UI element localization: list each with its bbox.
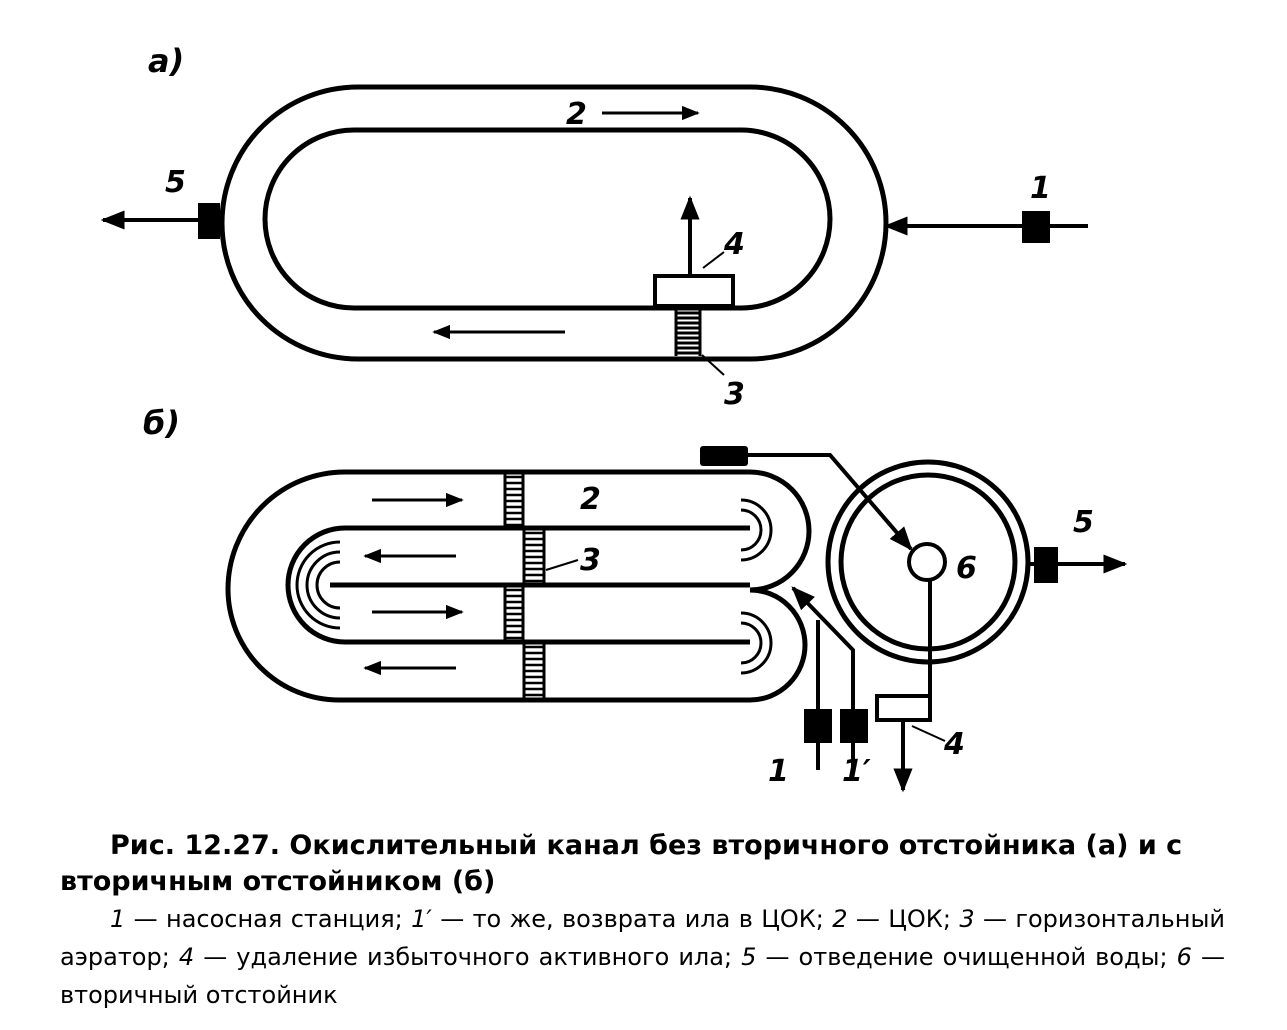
label-b-5: 5	[1073, 505, 1094, 540]
aerator-b-coils	[505, 475, 544, 697]
label-b-6: 6	[956, 551, 977, 586]
legend-num-2: 2	[832, 905, 848, 933]
pump-station-b	[804, 709, 832, 743]
label-b-4: 4	[943, 727, 965, 762]
label-a-4: 4	[723, 227, 745, 262]
legend-text-5: — отведение очищенной воды;	[756, 943, 1177, 971]
legend-text-6: — вторичный отстойник	[60, 943, 1225, 1009]
flow-arrows-b	[363, 492, 464, 676]
clarifier-feed-pump	[700, 446, 748, 466]
legend-num-1: 1	[110, 905, 126, 933]
legend-num-5: 5	[741, 943, 757, 971]
clarifier-center-well	[907, 542, 947, 582]
legend-num-3: 3	[959, 905, 975, 933]
channel-b-inner-wall-1	[285, 525, 750, 645]
caption-legend: 1 — насосная станция; 1′ — то же, возвра…	[60, 900, 1225, 1014]
legend-num-4: 4	[178, 943, 195, 971]
caption-title: Рис. 12.27. Окислительный канал без втор…	[60, 830, 1183, 897]
guide-vanes-b	[295, 498, 773, 675]
outflow-valve-a	[198, 203, 220, 239]
label-b-1: 1	[768, 754, 789, 789]
label-b-3: 3	[580, 543, 601, 578]
panel-label-b: б)	[143, 404, 180, 442]
legend-text-1: — насосная станция;	[125, 905, 412, 933]
oxidation-channel-diagram: а) 2 1 5 4 3 б)	[100, 42, 1128, 793]
sludge-removal-box-a	[653, 274, 735, 308]
pump-station-a	[1022, 211, 1050, 243]
leader-4-b	[911, 725, 946, 742]
aerator-a	[674, 310, 702, 356]
label-b-2: 2	[580, 482, 601, 517]
label-a-2: 2	[566, 97, 587, 132]
legend-text-3: — горизонтальный аэратор;	[60, 905, 1226, 971]
label-a-1: 1	[1030, 171, 1051, 206]
figure-caption: Рис. 12.27. Окислительный канал без втор…	[60, 828, 1225, 1014]
label-b-1-prime: 1′	[842, 754, 871, 789]
return-sludge-pump	[840, 709, 868, 743]
channel-b-outer-wall	[225, 469, 812, 703]
leader-3-a	[701, 354, 725, 376]
label-a-5: 5	[165, 165, 186, 200]
panel-label-a: а)	[148, 42, 184, 80]
legend-num-6: 6	[1176, 943, 1192, 971]
sludge-removal-box-b	[875, 694, 932, 722]
channel-a	[219, 84, 889, 362]
outflow-valve-b	[1034, 547, 1058, 583]
leader-4-a	[702, 251, 725, 269]
legend-num-1p: 1′	[411, 905, 432, 933]
clarifier-feed-pipe	[746, 453, 913, 551]
legend-text-4: — удаление избыточного активного ила;	[194, 943, 742, 971]
legend-text-1p: — то же, возврата ила в ЦОК;	[431, 905, 833, 933]
leader-3-b	[545, 559, 579, 571]
channel-a-inner-wall	[262, 127, 833, 311]
label-a-3: 3	[724, 377, 745, 412]
legend-text-2: — ЦОК;	[847, 905, 960, 933]
